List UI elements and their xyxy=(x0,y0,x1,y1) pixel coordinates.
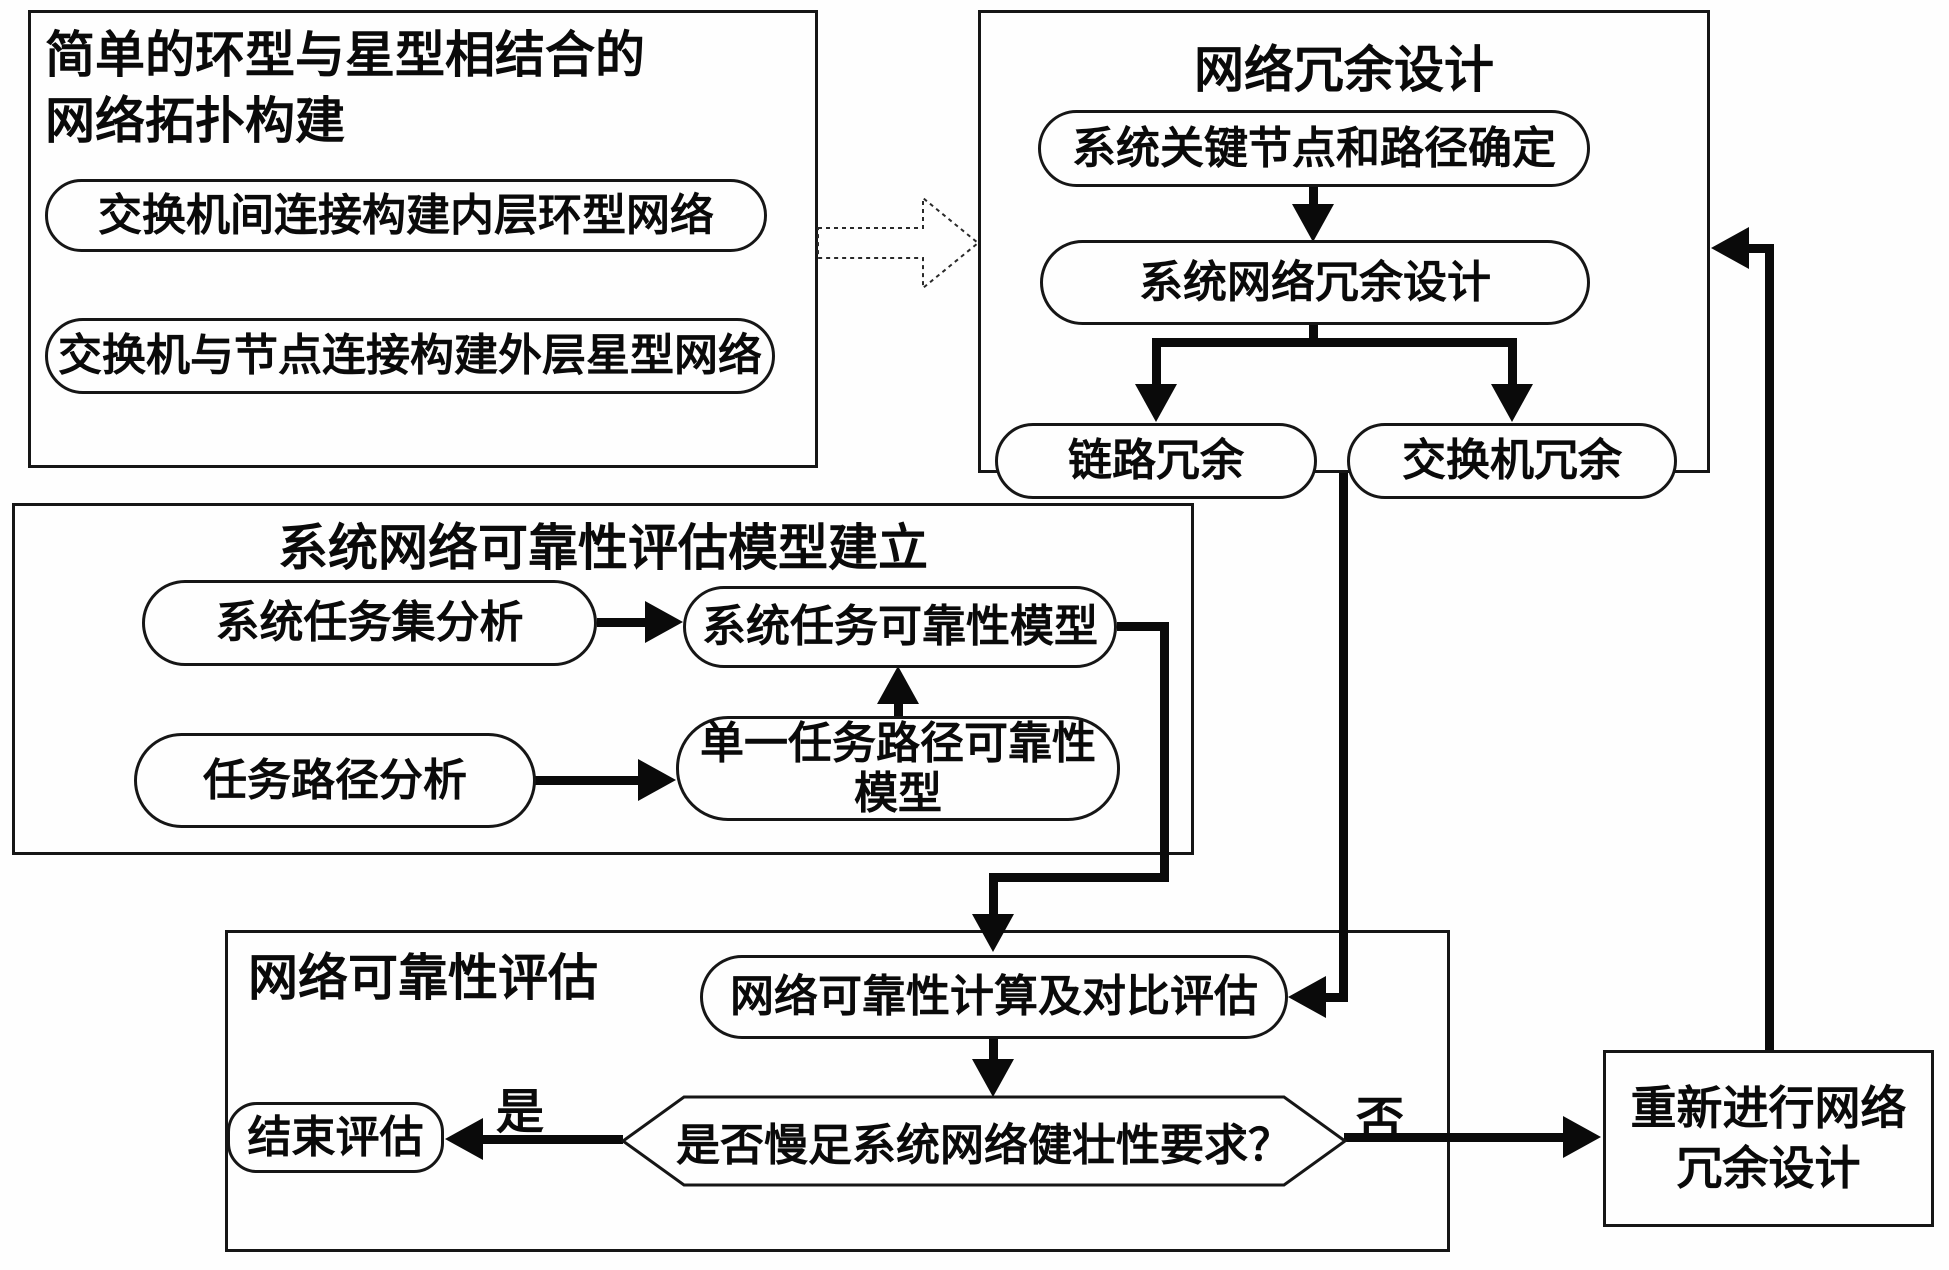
connector-calc-to-decision xyxy=(989,1039,998,1063)
topology-title-line1: 简单的环型与星型相结合的 xyxy=(45,27,645,83)
label-no: 否 xyxy=(1356,1094,1405,1147)
arrowhead-left-icon xyxy=(1288,976,1326,1018)
arrowhead-left-icon xyxy=(1711,227,1749,269)
arrowhead-down-icon xyxy=(972,914,1014,952)
node-task-path-analysis: 任务路径分析 xyxy=(134,733,536,828)
arrowhead-down-icon xyxy=(1135,384,1177,422)
node-redesign-redundancy: 重新进行网络冗余设计 xyxy=(1603,1050,1934,1227)
node-key-nodes-paths: 系统关键节点和路径确定 xyxy=(1038,110,1590,187)
node-inner-ring-network: 交换机间连接构建内层环型网络 xyxy=(45,179,767,252)
connector-model-elbow-h2 xyxy=(989,873,1169,882)
connector-model-elbow-v1 xyxy=(1160,622,1169,882)
topology-title-line2: 网络拓扑构建 xyxy=(45,93,345,149)
connector-taskset-to-model xyxy=(597,618,649,627)
node-single-path-model: 单一任务路径可靠性模型 xyxy=(676,716,1120,821)
node-end-evaluation: 结束评估 xyxy=(227,1102,444,1173)
connector-branch-left xyxy=(1152,338,1161,386)
node-task-reliability-model: 系统任务可靠性模型 xyxy=(683,586,1117,668)
arrowhead-right-icon xyxy=(638,759,676,801)
node-outer-star-network: 交换机与节点连接构建外层星型网络 xyxy=(45,318,775,394)
topology-box xyxy=(28,10,818,468)
connector-single-to-model xyxy=(894,700,903,718)
label-yes: 是 xyxy=(496,1086,545,1139)
evaluation-box xyxy=(225,930,1450,1252)
model-box xyxy=(12,503,1194,855)
connector-branch-bar xyxy=(1152,338,1517,347)
connector-keynodes-to-redundancy xyxy=(1309,186,1318,208)
arrowhead-down-icon xyxy=(1491,384,1533,422)
arrowhead-right-icon xyxy=(645,601,683,643)
redundancy-box xyxy=(978,10,1710,473)
arrowhead-down-icon xyxy=(972,1059,1014,1097)
redundancy-title: 网络冗余设计 xyxy=(1194,42,1494,98)
decision-label: 是否慢足系统网络健壮性要求？ xyxy=(676,1121,1292,1170)
decision-hexagon xyxy=(620,1095,1348,1187)
connector-decision-to-end xyxy=(479,1135,623,1144)
topology-title: 简单的环型与星型相结合的 网络拓扑构建 xyxy=(45,22,645,154)
connector-redundancy-to-calc-h xyxy=(1318,993,1348,1002)
node-reliability-calculation: 网络可靠性计算及对比评估 xyxy=(700,955,1288,1039)
connector-redundancy-to-calc-v xyxy=(1339,473,1348,999)
connector-feedback-v xyxy=(1765,244,1774,1050)
connector-model-elbow-h1 xyxy=(1117,622,1169,631)
arrowhead-up-icon xyxy=(877,666,919,704)
connector-branch-right xyxy=(1508,338,1517,386)
arrowhead-down-icon xyxy=(1292,204,1334,242)
connector-feedback-h xyxy=(1746,244,1774,253)
model-title: 系统网络可靠性评估模型建立 xyxy=(278,520,928,576)
node-task-set-analysis: 系统任务集分析 xyxy=(142,580,597,666)
arrowhead-left-icon xyxy=(445,1118,483,1160)
node-switch-redundancy: 交换机冗余 xyxy=(1347,423,1677,499)
connector-model-elbow-v2 xyxy=(989,873,998,918)
arrowhead-right-icon xyxy=(1563,1116,1601,1158)
evaluation-title: 网络可靠性评估 xyxy=(248,950,598,1006)
node-system-network-redundancy: 系统网络冗余设计 xyxy=(1040,240,1590,325)
connector-decision-to-redesign xyxy=(1344,1133,1569,1142)
hollow-arrow-icon xyxy=(817,195,980,291)
connector-taskpath-to-single xyxy=(535,776,640,785)
node-link-redundancy: 链路冗余 xyxy=(995,423,1317,499)
connector-branch-stem xyxy=(1309,324,1318,347)
